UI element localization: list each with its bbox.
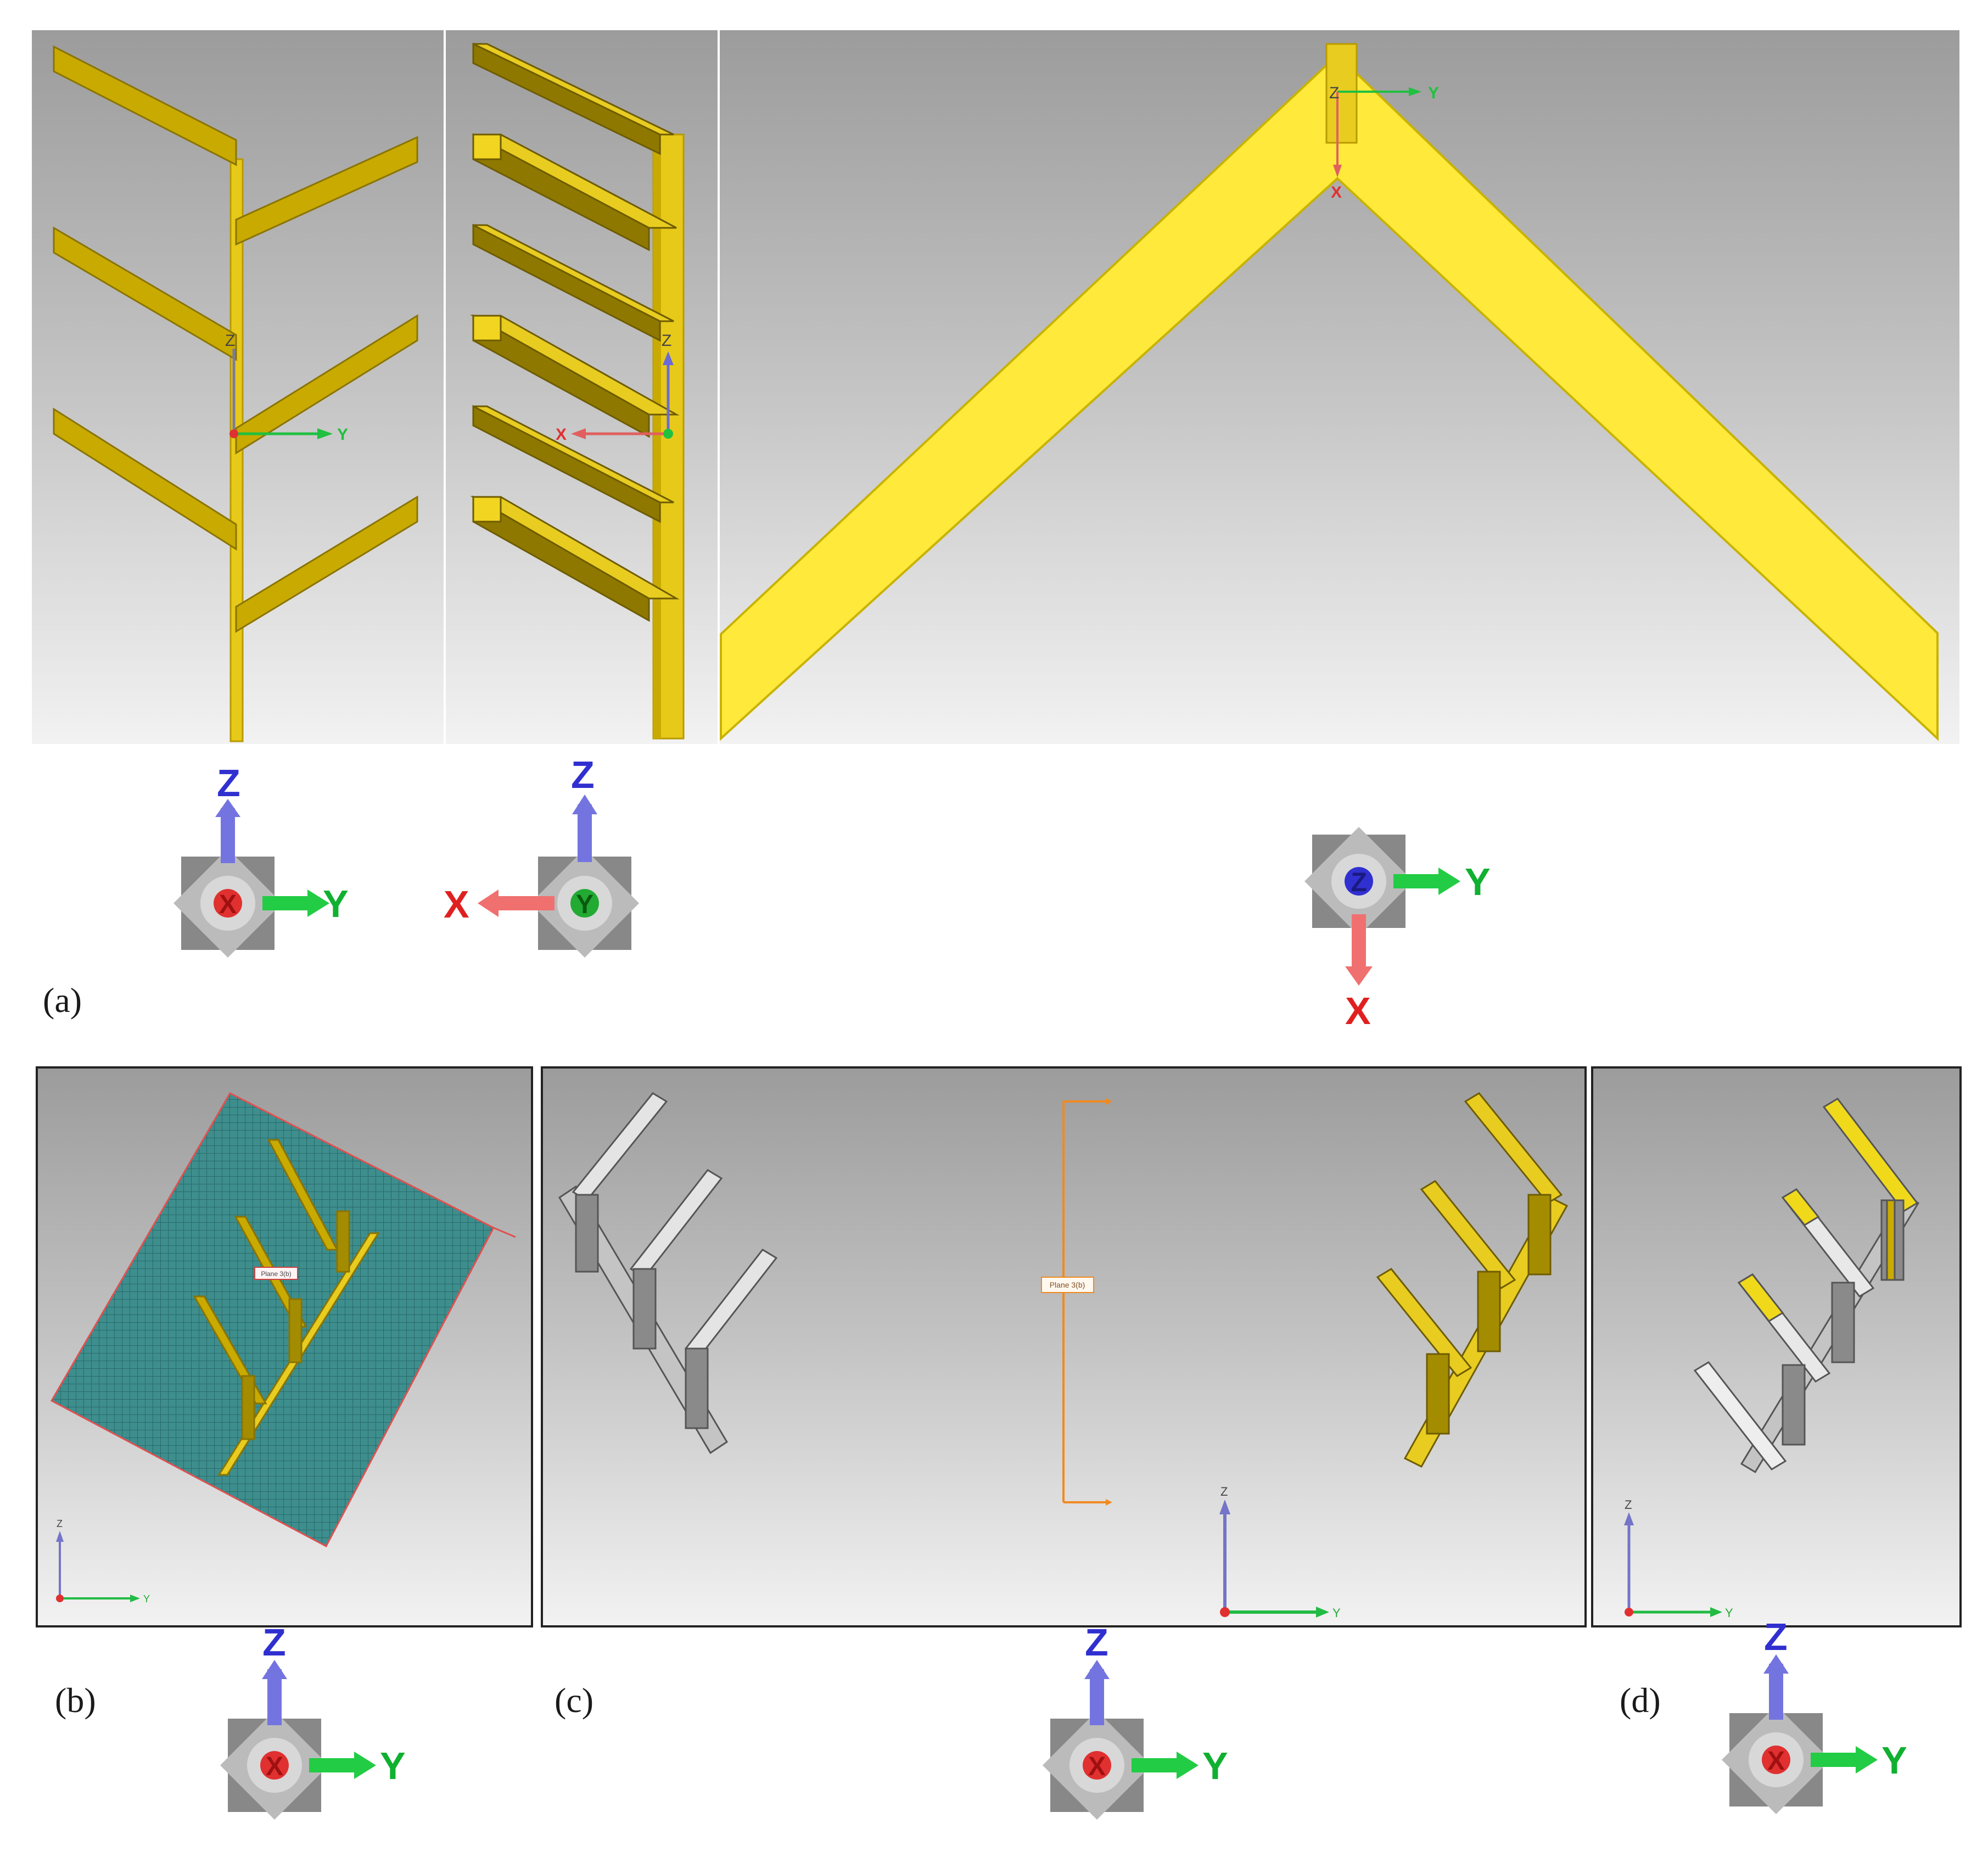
axis-label-z: Z <box>662 332 671 350</box>
local-axis-icon: Z Y <box>1624 1498 1733 1620</box>
caption-c: (c) <box>555 1681 594 1720</box>
panel-a1-side-view: Z Y <box>32 30 444 744</box>
local-axis-icon: Z Y X <box>1329 84 1439 202</box>
plane-label: Plane 3(b) <box>261 1270 291 1278</box>
axis-label-z: Z <box>57 1518 63 1529</box>
view-triad-icon: X Z Y <box>1026 1621 1245 1845</box>
axis-label-y: Y <box>1332 1606 1341 1620</box>
axis-label-y: Y <box>337 426 348 444</box>
local-axis-icon: Z Y <box>1219 1485 1341 1620</box>
panel-c-mirror-view: Plane 3(b) Z Y <box>541 1066 1587 1627</box>
plane-label: Plane 3(b) <box>1050 1280 1085 1289</box>
axis-label-x: X <box>444 883 469 926</box>
axis-label-y: Y <box>143 1593 150 1604</box>
antenna-front-view: Z X <box>470 42 685 740</box>
axis-label-z: Z <box>571 755 595 796</box>
view-triad-icon: Y Z X <box>439 753 648 977</box>
view-triad-icon: Z Y X <box>1290 826 1510 1049</box>
axis-label-z: Z <box>1329 84 1339 102</box>
antenna-top-view: Z Y X <box>720 43 1939 741</box>
axis-label-y: Y <box>1881 1739 1907 1782</box>
axis-label-y: Y <box>1465 860 1491 903</box>
axis-label-x: X <box>1088 1752 1106 1781</box>
axis-label-x: X <box>1345 989 1371 1032</box>
axis-label-y: Y <box>1428 84 1439 102</box>
axis-label-z: Z <box>225 332 235 350</box>
view-triad-icon: X Z Y <box>203 1621 423 1845</box>
axis-label-z: Z <box>1625 1498 1632 1512</box>
axis-label-x: X <box>219 890 237 919</box>
local-axis-icon: Z Y <box>56 1518 150 1604</box>
panel-a2-front-view: Z X <box>446 30 718 744</box>
antenna-side-view: Z Y <box>53 45 418 742</box>
axis-label-y: Y <box>1202 1744 1228 1787</box>
axis-label-z: Z <box>1220 1485 1228 1498</box>
caption-d: (d) <box>1620 1681 1661 1720</box>
axis-label-z: Z <box>262 1623 286 1664</box>
axis-label-z: Z <box>1764 1617 1788 1658</box>
view-triad-icon: X Z Y <box>143 758 351 980</box>
panel-a3-top-view: Z Y X <box>720 30 1959 744</box>
mirrored-antennas: Plane 3(b) Z Y <box>558 1092 1569 1620</box>
panel-b-plane-view: Plane 3(b) Z Y <box>36 1066 533 1627</box>
axis-label-y: Y <box>576 890 593 919</box>
axis-label-y: Y <box>380 1744 406 1787</box>
panel-d-combined-view: Z Y <box>1591 1066 1962 1627</box>
caption-a: (a) <box>43 981 82 1020</box>
axis-label-z: Z <box>1351 868 1367 897</box>
axis-label-z: Z <box>217 762 240 804</box>
axis-label-z: Z <box>1085 1623 1108 1664</box>
local-axis-icon: Z Y <box>225 332 348 444</box>
combined-antenna: Z Y <box>1624 1098 1920 1620</box>
axis-label-x: X <box>1331 183 1342 202</box>
axis-label-y: Y <box>1725 1606 1733 1620</box>
caption-b: (b) <box>55 1681 96 1720</box>
mirror-plane-icon <box>1062 1100 1106 1503</box>
axis-label-x: X <box>556 426 567 444</box>
mirror-plane-icon <box>50 1092 495 1548</box>
axis-label-x: X <box>266 1752 283 1781</box>
axis-label-y: Y <box>323 882 349 925</box>
axis-label-x: X <box>1767 1747 1785 1776</box>
local-axis-icon: Z X <box>556 332 674 444</box>
plane-and-antenna: Plane 3(b) Z Y <box>50 1092 516 1604</box>
view-triad-icon: X Z Y <box>1705 1615 1924 1839</box>
